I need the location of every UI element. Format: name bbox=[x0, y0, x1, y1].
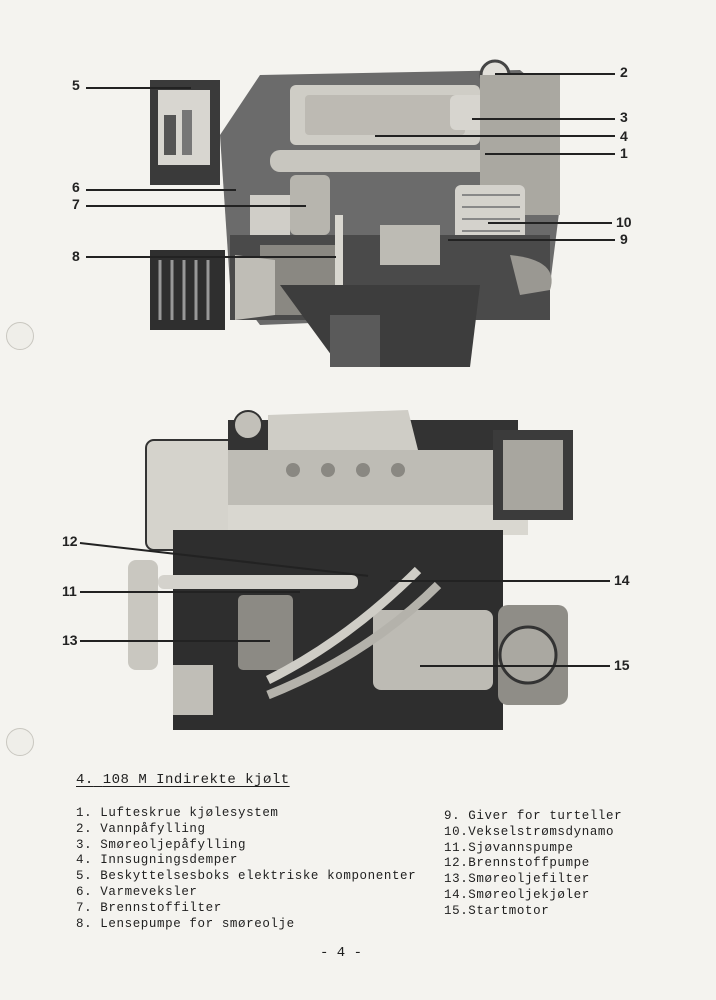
leader-line-11 bbox=[80, 591, 300, 593]
leader-line-1 bbox=[485, 153, 615, 155]
callout-1: 1 bbox=[620, 145, 628, 161]
callout-2: 2 bbox=[620, 64, 628, 80]
callout-10: 10 bbox=[616, 214, 632, 230]
legend-item: 11.Sjøvannspumpe bbox=[444, 840, 574, 855]
legend-left: 1. Lufteskrue kjølesystem 2. Vannpåfylli… bbox=[76, 806, 416, 932]
leader-line-15 bbox=[420, 665, 610, 667]
legend-item: 14.Smøreoljekjøler bbox=[444, 887, 590, 902]
legend-item: 8. Lensepumpe for smøreolje bbox=[76, 916, 295, 931]
legend-item: 10.Vekselstrømsdynamo bbox=[444, 824, 615, 839]
section-title: 108 M Indirekte kjølt bbox=[102, 772, 290, 788]
callout-8: 8 bbox=[72, 248, 80, 264]
callout-12: 12 bbox=[62, 533, 78, 549]
legend-item: 12.Brennstoffpumpe bbox=[444, 856, 590, 871]
legend-item: 1. Lufteskrue kjølesystem bbox=[76, 806, 279, 820]
leader-line-3 bbox=[472, 118, 615, 120]
callout-9: 9 bbox=[620, 231, 628, 247]
legend-item: 5. Beskyttelsesboks elektriske komponent… bbox=[76, 869, 417, 884]
callout-15: 15 bbox=[614, 657, 630, 673]
callout-13: 13 bbox=[62, 632, 78, 648]
leader-line-6 bbox=[86, 189, 236, 191]
callout-6: 6 bbox=[72, 179, 80, 195]
legend-item: 7. Brennstoffilter bbox=[76, 900, 222, 915]
callout-7: 7 bbox=[72, 196, 80, 212]
page-number: - 4 - bbox=[320, 945, 363, 961]
leader-line-7 bbox=[86, 205, 306, 207]
leader-line-14 bbox=[390, 580, 610, 582]
legend-item: 9. Giver for turteller bbox=[444, 809, 623, 823]
callout-14: 14 bbox=[614, 572, 630, 588]
engine-photo-bottom bbox=[128, 410, 573, 730]
leader-line-13 bbox=[80, 640, 270, 642]
leader-line-10 bbox=[488, 222, 612, 224]
leader-line-5 bbox=[86, 87, 191, 89]
legend-item: 15.Startmotor bbox=[444, 903, 550, 918]
legend-item: 4. Innsugningsdemper bbox=[76, 853, 239, 868]
leader-line-8 bbox=[86, 256, 336, 258]
leader-line-2 bbox=[495, 73, 615, 75]
punch-hole-top bbox=[6, 322, 34, 350]
legend-item: 6. Varmeveksler bbox=[76, 884, 198, 899]
leader-line-9 bbox=[448, 239, 615, 241]
callout-3: 3 bbox=[620, 109, 628, 125]
legend-item: 13.Smøreoljefilter bbox=[444, 872, 590, 887]
section-number: 4. bbox=[76, 772, 94, 788]
section-heading: 4. 108 M Indirekte kjølt bbox=[76, 772, 290, 788]
callout-5: 5 bbox=[72, 77, 80, 93]
legend-item: 3. Smøreoljepåfylling bbox=[76, 837, 247, 852]
callout-11: 11 bbox=[62, 583, 77, 599]
callout-4: 4 bbox=[620, 128, 628, 144]
punch-hole-bottom bbox=[6, 728, 34, 756]
legend-right: 9. Giver for turteller 10.Vekselstrømsdy… bbox=[444, 809, 622, 920]
legend-item: 2. Vannpåfylling bbox=[76, 821, 206, 836]
engine-photo-top bbox=[150, 59, 560, 367]
leader-line-4 bbox=[375, 135, 615, 137]
